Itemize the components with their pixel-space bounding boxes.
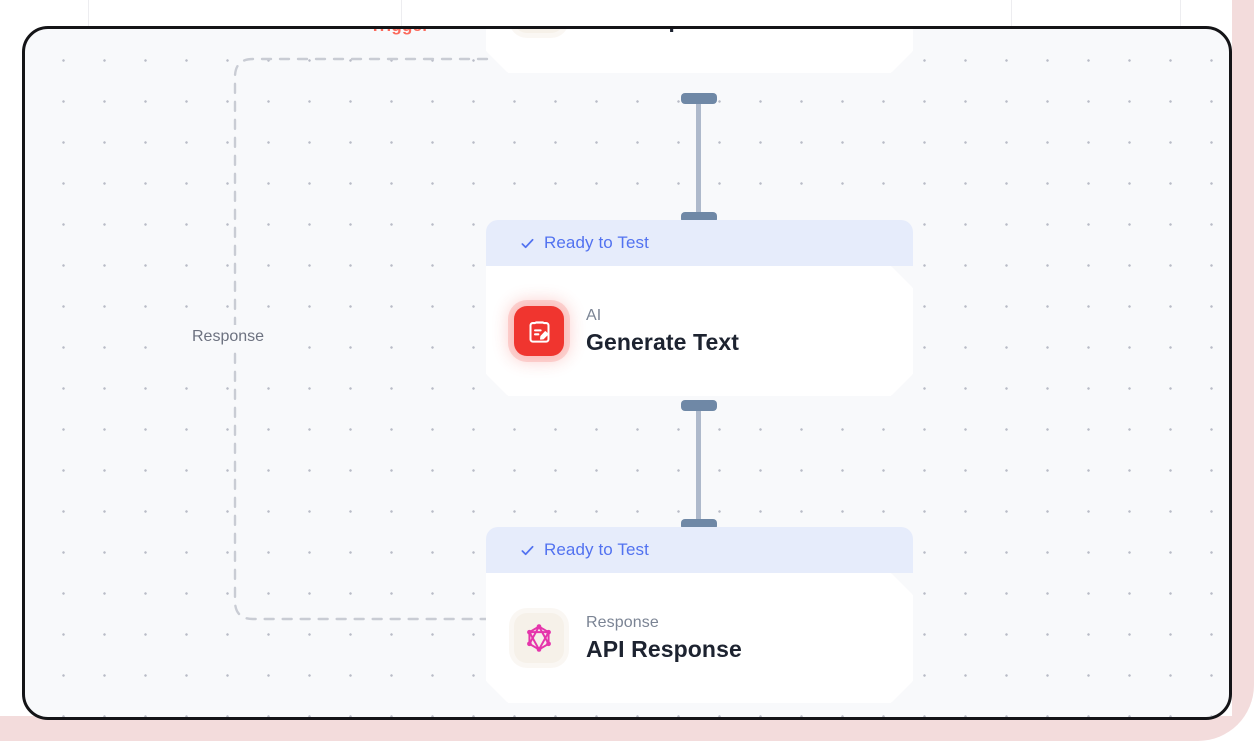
node-text: Interface API Request xyxy=(586,26,723,33)
node-kind: AI xyxy=(586,306,602,324)
status-label: Ready to Test xyxy=(544,233,649,252)
node-text: Response API Response xyxy=(586,614,742,663)
clipboard-pencil-icon xyxy=(514,306,564,356)
node-generate-text[interactable]: Ready to Test AI Generat xyxy=(486,220,913,396)
chrome-divider xyxy=(88,0,89,34)
node-api-response[interactable]: Ready to Test xyxy=(486,527,913,703)
connector-line xyxy=(696,406,701,530)
chrome-divider xyxy=(401,0,402,34)
trigger-label: Trigger xyxy=(370,29,429,36)
node-body[interactable]: Interface API Request xyxy=(486,26,913,73)
status-badge: Ready to Test xyxy=(486,527,913,573)
chrome-divider xyxy=(1180,0,1181,34)
graphql-icon xyxy=(514,613,564,663)
node-body[interactable]: Response API Response xyxy=(486,573,913,703)
status-label: Ready to Test xyxy=(544,540,649,559)
connector-handle-source[interactable] xyxy=(681,93,717,104)
flow-layer: Trigger Response xyxy=(25,29,1229,717)
node-title: API Response xyxy=(586,635,742,662)
node-kind: Response xyxy=(586,613,659,631)
node-api-request[interactable]: Interface API Request xyxy=(486,26,913,73)
graphql-icon xyxy=(514,26,564,33)
node-body[interactable]: AI Generate Text xyxy=(486,266,913,396)
check-icon xyxy=(521,545,534,555)
check-icon xyxy=(521,238,534,248)
response-edge-label: Response xyxy=(183,325,274,349)
connector-handle-source[interactable] xyxy=(681,400,717,411)
chrome-divider xyxy=(1011,0,1012,34)
connector-line xyxy=(696,99,701,223)
connector-handle-target[interactable] xyxy=(681,519,717,530)
node-text: AI Generate Text xyxy=(586,307,739,356)
status-badge: Ready to Test xyxy=(486,220,913,266)
node-title: Generate Text xyxy=(586,328,739,355)
node-title: API Request xyxy=(586,26,723,33)
flow-canvas[interactable]: Trigger Response xyxy=(22,26,1232,720)
connector-handle-target[interactable] xyxy=(681,212,717,223)
